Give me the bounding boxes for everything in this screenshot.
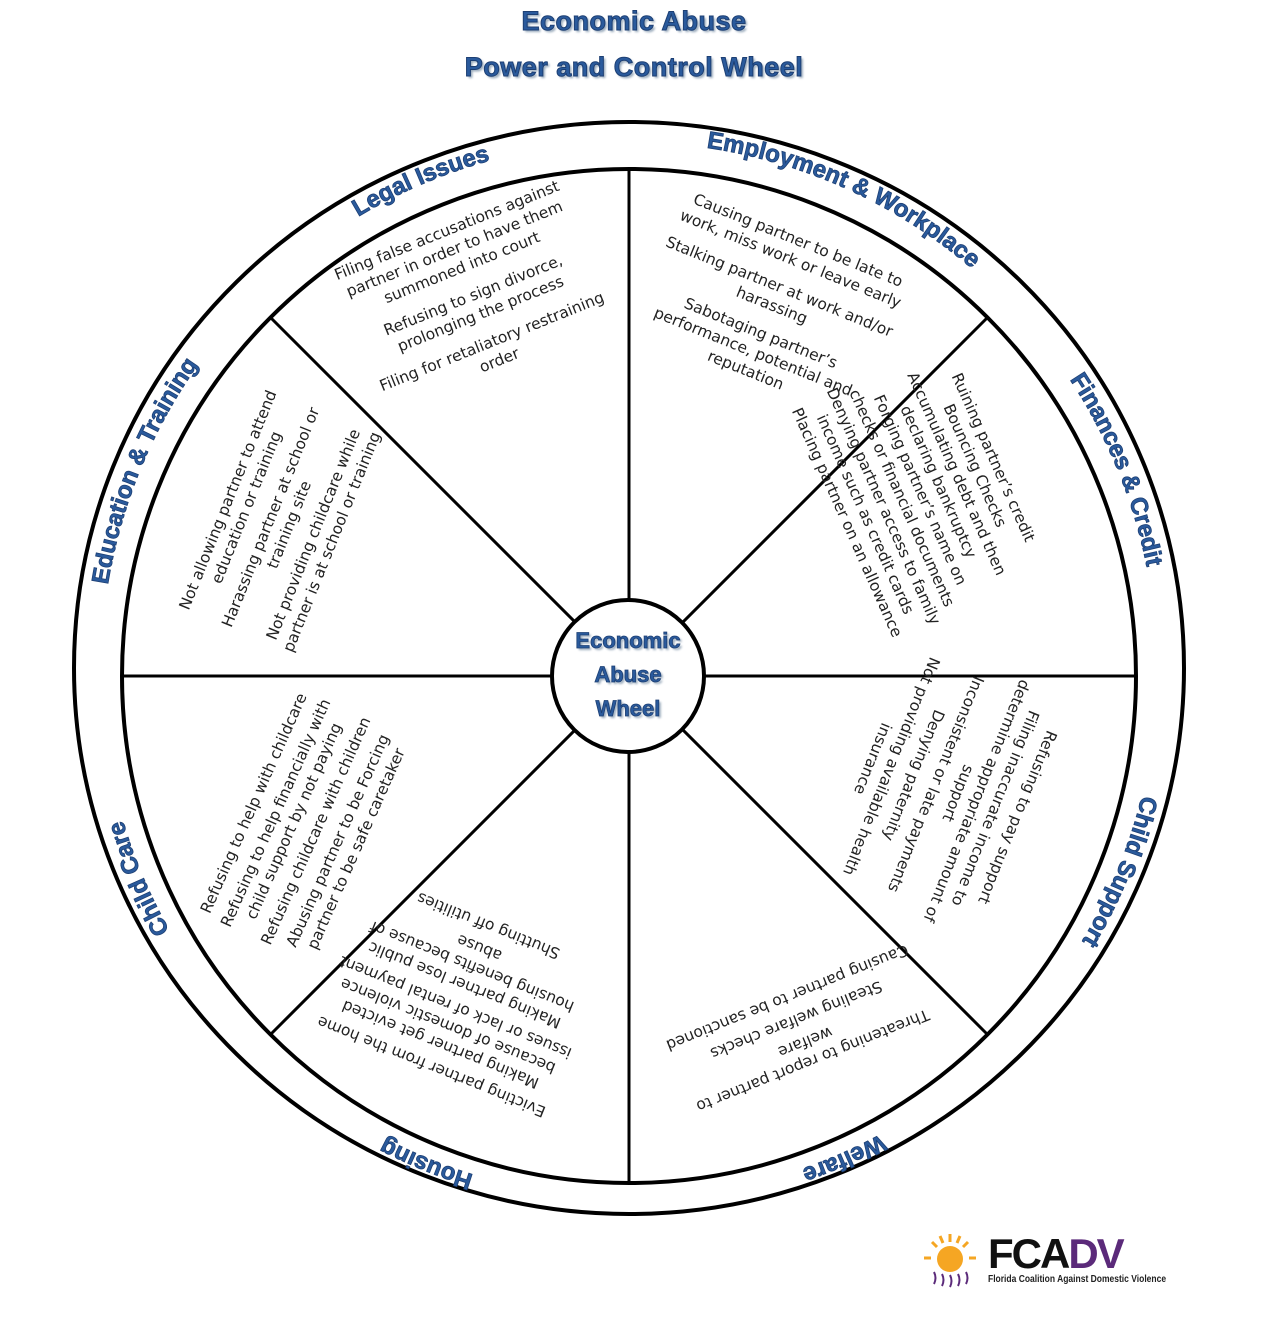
logo-text-fca: FCA	[988, 1230, 1070, 1277]
hub-line-2: Abuse	[594, 662, 662, 688]
sun-icon	[924, 1234, 976, 1288]
outer-ring	[72, 120, 1186, 1216]
label-child-support: Child Support	[1077, 794, 1163, 952]
logo-subtitle: Florida Coalition Against Domestic Viole…	[988, 1274, 1167, 1285]
label-education: Education & Training	[87, 353, 203, 586]
label-welfare: Welfare	[800, 1129, 891, 1189]
title-line-2: Power and Control Wheel	[464, 52, 804, 83]
hub-line-1: Economic	[575, 628, 681, 654]
logo-text-dv: DV	[1068, 1230, 1124, 1277]
hub-circle	[550, 598, 706, 754]
title-line-1: Economic Abuse	[521, 6, 747, 37]
hub-line-3: Wheel	[595, 696, 661, 722]
fcadv-logo: FCADV Florida Coalition Against Domestic…	[922, 1230, 1166, 1292]
